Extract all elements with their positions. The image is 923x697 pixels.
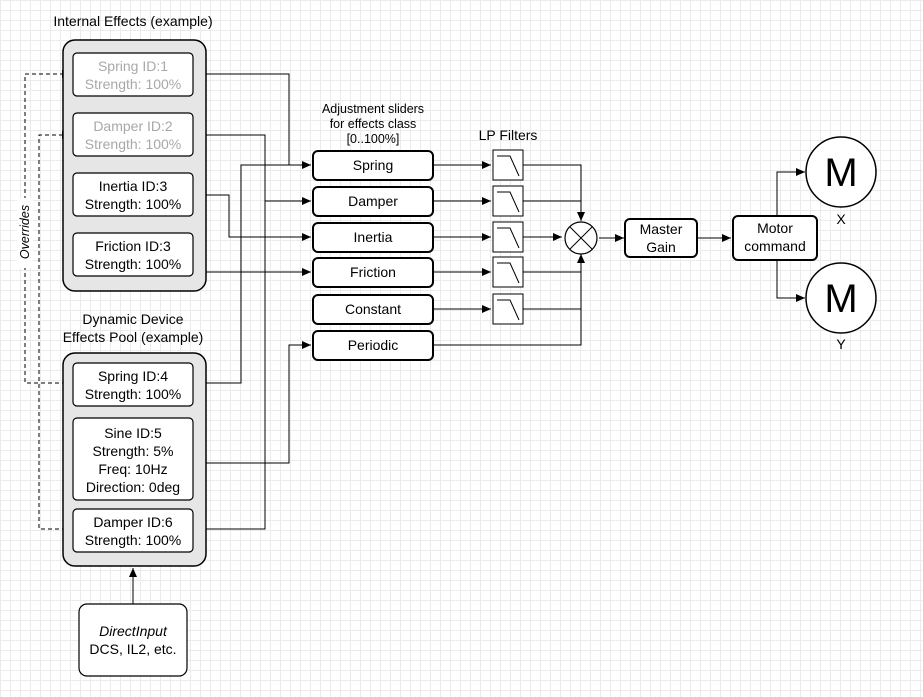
- lp-filter-damper[interactable]: [492, 185, 524, 217]
- motor-y[interactable]: M Y: [805, 262, 877, 352]
- master-gain-label-line1: Master: [640, 221, 683, 237]
- wire-sine5-to-periodic-slider: [193, 341, 311, 464]
- slider-label: Friction: [350, 264, 396, 280]
- lp-filters: [492, 149, 524, 325]
- wire-damper2-to-damper-slider: [193, 134, 311, 205]
- wire-spring1-to-spring-slider: [193, 73, 311, 169]
- wire-damper6-to-damper-slider: [193, 201, 266, 530]
- pool-card-title: Sine ID:5: [104, 425, 162, 441]
- pool-card-frequency: Freq: 10Hz: [98, 461, 167, 477]
- pool-card-strength: Strength: 100%: [85, 386, 182, 402]
- wire-spring4-to-spring-slider: [193, 164, 289, 384]
- effect-card-damper2[interactable]: Damper ID:2 Strength: 100%: [72, 112, 194, 157]
- pool-card-direction: Direction: 0deg: [86, 479, 180, 495]
- effect-card-strength: Strength: 100%: [85, 256, 182, 272]
- overrides-label-group: Overrides: [17, 198, 33, 268]
- slider-spring[interactable]: Spring: [312, 150, 434, 181]
- slider-label: Damper: [348, 193, 398, 209]
- pool-card-spring4[interactable]: Spring ID:4 Strength: 100%: [72, 362, 194, 407]
- wire-periodic-to-sum: [433, 254, 585, 346]
- effect-card-title: Spring ID:1: [98, 58, 168, 74]
- slider-label: Constant: [345, 301, 401, 317]
- slider-periodic[interactable]: Periodic: [312, 330, 434, 361]
- connection-wires: [24, 70, 805, 604]
- directinput-box[interactable]: DirectInput DCS, IL2, etc.: [78, 603, 188, 677]
- effect-card-title: Damper ID:2: [93, 118, 173, 134]
- lp-filters-label: LP Filters: [479, 127, 538, 143]
- effect-card-strength: Strength: 100%: [85, 136, 182, 152]
- motor-x[interactable]: M X: [805, 136, 877, 227]
- wire-command-to-motor-y: [776, 260, 805, 302]
- sliders-caption-line3: [0..100%]: [347, 132, 400, 146]
- slider-constant[interactable]: Constant: [312, 294, 434, 325]
- pool-card-title: Spring ID:4: [98, 368, 168, 384]
- lp-filter-friction[interactable]: [492, 256, 524, 288]
- effect-card-title: Friction ID:3: [95, 238, 171, 254]
- effect-card-strength: Strength: 100%: [85, 76, 182, 92]
- slider-label: Periodic: [348, 337, 399, 353]
- slider-label: Spring: [353, 157, 393, 173]
- pool-card-sine5[interactable]: Sine ID:5 Strength: 5% Freq: 10Hz Direct…: [72, 417, 194, 501]
- slider-friction[interactable]: Friction: [312, 257, 434, 288]
- summing-junction-icon: [564, 221, 598, 255]
- pool-card-title: Damper ID:6: [93, 514, 173, 530]
- dynamic-pool-title-line2: Effects Pool (example): [63, 329, 204, 345]
- sliders-caption-line1: Adjustment sliders: [322, 102, 424, 116]
- lp-filter-constant[interactable]: [492, 293, 524, 325]
- effect-card-friction3[interactable]: Friction ID:3 Strength: 100%: [72, 232, 194, 277]
- master-gain-block[interactable]: Master Gain: [624, 218, 698, 258]
- slider-inertia[interactable]: Inertia: [312, 222, 434, 253]
- motor-symbol: M: [824, 277, 857, 321]
- lowpass-icon: [497, 191, 520, 213]
- lowpass-icon: [497, 227, 520, 249]
- dynamic-pool-title-line1: Dynamic Device: [82, 311, 183, 327]
- overrides-wire-damper: [38, 131, 73, 530]
- slider-label: Inertia: [354, 229, 393, 245]
- motor-command-label-line1: Motor: [757, 220, 793, 236]
- lowpass-icon: [497, 262, 520, 284]
- wire-filter1-to-sum: [523, 164, 585, 221]
- internal-effects-panel: [62, 39, 207, 292]
- effect-card-title: Inertia ID:3: [99, 178, 168, 194]
- sliders-caption-line2: for effects class: [330, 117, 417, 131]
- lowpass-icon: [497, 299, 520, 321]
- effect-card-spring1[interactable]: Spring ID:1 Strength: 100%: [72, 52, 194, 97]
- motor-command-label-line2: command: [744, 238, 805, 254]
- pool-card-strength: Strength: 5%: [93, 443, 174, 459]
- motor-command-block[interactable]: Motor command: [732, 215, 818, 261]
- internal-effects-title: Internal Effects (example): [53, 13, 212, 29]
- directinput-sources: DCS, IL2, etc.: [89, 641, 176, 657]
- lp-filter-inertia[interactable]: [492, 221, 524, 253]
- overrides-wire-spring: [24, 70, 73, 384]
- wire-command-to-motor-x: [776, 168, 805, 218]
- effect-sliders: Spring Damper Inertia Friction Constant …: [312, 150, 434, 361]
- motor-symbol: M: [824, 151, 857, 195]
- slider-damper[interactable]: Damper: [312, 186, 434, 217]
- internal-effects-group: Internal Effects (example) Spring ID:1 S…: [53, 13, 213, 292]
- pool-card-damper6[interactable]: Damper ID:6 Strength: 100%: [72, 508, 194, 553]
- effect-card-strength: Strength: 100%: [85, 196, 182, 212]
- lowpass-icon: [497, 155, 520, 177]
- lp-filter-spring[interactable]: [492, 149, 524, 181]
- pool-card-strength: Strength: 100%: [85, 532, 182, 548]
- motor-axis-label: Y: [836, 336, 846, 352]
- wire-inertia3-to-inertia-slider: [193, 194, 311, 241]
- effect-card-inertia3[interactable]: Inertia ID:3 Strength: 100%: [72, 172, 194, 217]
- master-gain-label-line2: Gain: [646, 239, 676, 255]
- dynamic-pool-group: Dynamic Device Effects Pool (example) Sp…: [62, 311, 207, 567]
- sliders-caption: Adjustment sliders for effects class [0.…: [322, 102, 424, 146]
- directinput-title: DirectInput: [99, 623, 168, 639]
- overrides-label: Overrides: [18, 205, 32, 259]
- motor-axis-label: X: [836, 211, 846, 227]
